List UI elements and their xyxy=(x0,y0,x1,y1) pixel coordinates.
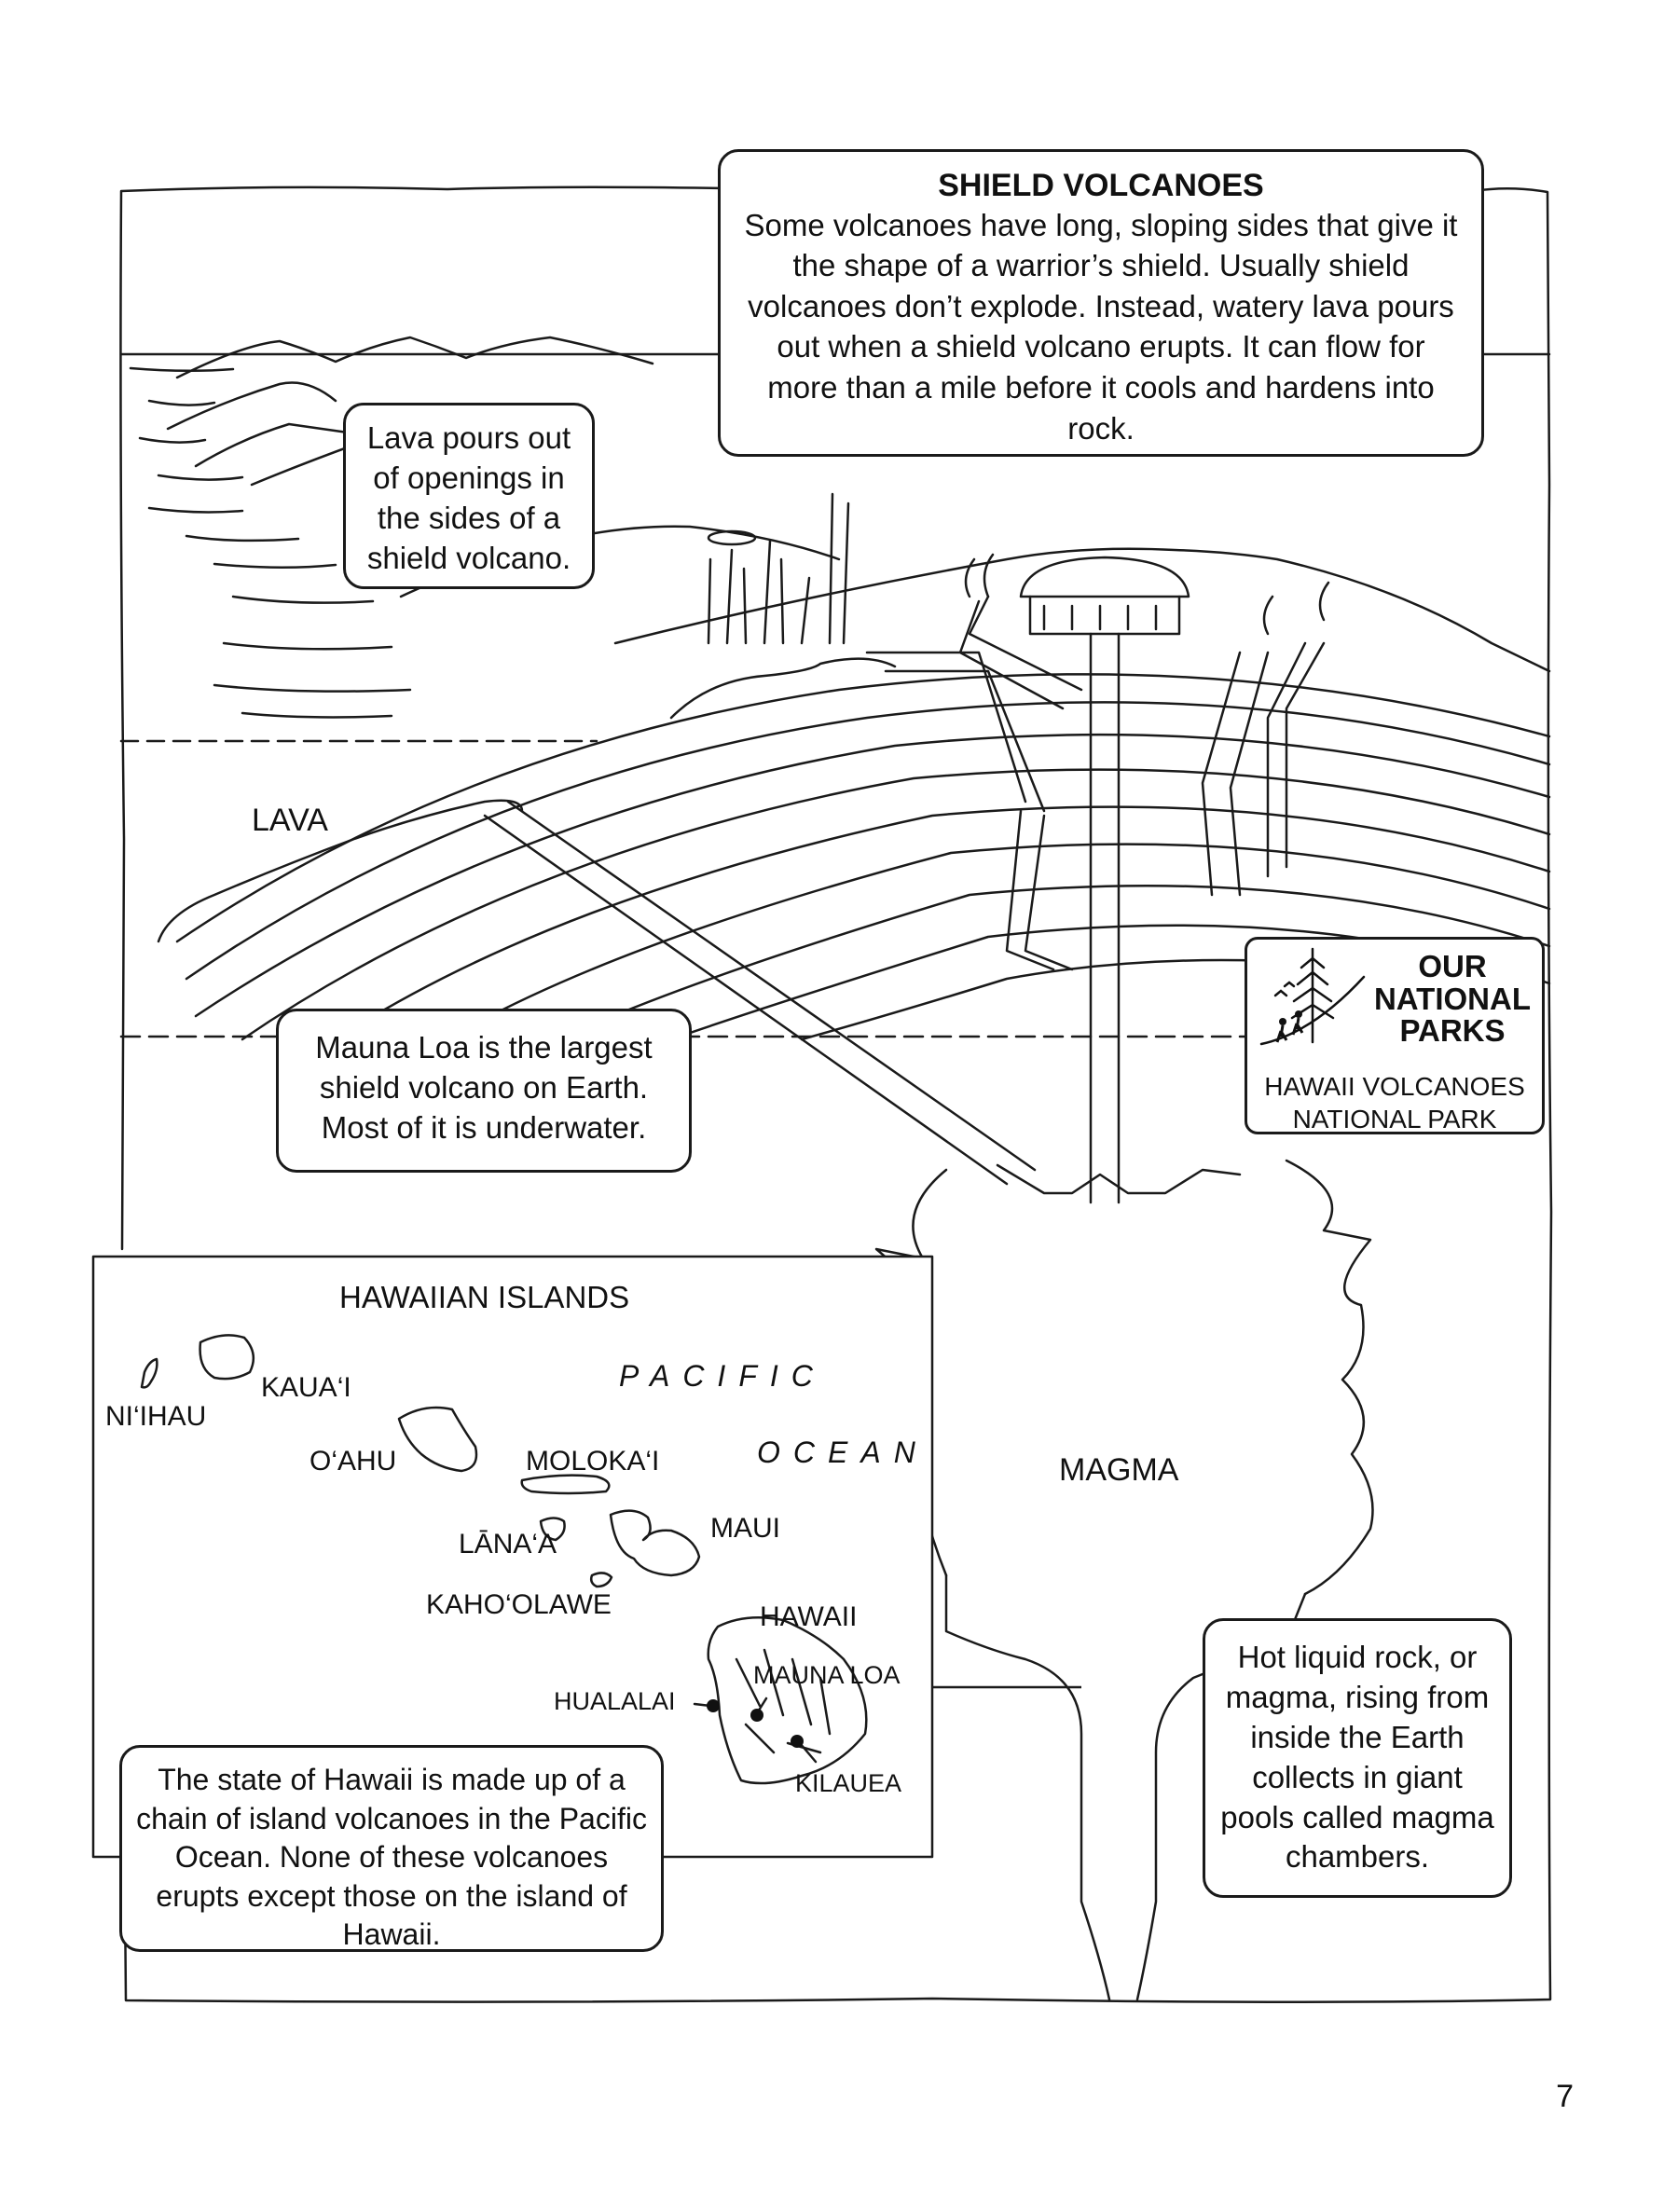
magma-chambers-box: Hot liquid rock, or magma, rising from i… xyxy=(1203,1618,1512,1898)
lava-flow-left xyxy=(158,801,522,941)
ocean-word-ocean: OCEAN xyxy=(757,1437,928,1467)
label-kauai: KAUA‘I xyxy=(261,1374,351,1402)
state-of-hawaii-text: The state of Hawaii is made up of a chai… xyxy=(133,1761,650,1955)
ocean-word-pacific: PACIFIC xyxy=(619,1361,826,1391)
label-kahoolawe: KAHO‘OLAWE xyxy=(426,1591,612,1619)
parks-subtitle-line2: NATIONAL PARK xyxy=(1247,1103,1542,1135)
mauna-loa-box: Mauna Loa is the largest shield volcano … xyxy=(276,1009,692,1173)
feeder-conduit-right xyxy=(1203,643,1324,895)
shield-volcanoes-title: SHIELD VOLCANOES xyxy=(739,167,1463,205)
label-niihau: NI‘IHAU xyxy=(105,1403,206,1431)
magma-chambers-text: Hot liquid rock, or magma, rising from i… xyxy=(1217,1638,1498,1877)
label-kilauea: KILAUEA xyxy=(795,1771,901,1796)
parks-title-line1: OUR xyxy=(1374,951,1531,983)
magma-chamber xyxy=(876,1161,1373,1594)
grass-tufts xyxy=(708,494,848,643)
lava-openings-box: Lava pours out of openings in the sides … xyxy=(343,403,595,589)
parks-title-line2: NATIONAL xyxy=(1374,983,1531,1016)
label-molokai: MOLOKA‘I xyxy=(526,1448,659,1476)
label-hualalai: HUALALAI xyxy=(554,1689,676,1714)
parks-title: OUR NATIONAL PARKS xyxy=(1374,951,1531,1048)
map-title: HAWAIIAN ISLANDS xyxy=(339,1282,629,1312)
label-oahu: O‘AHU xyxy=(309,1448,396,1476)
dot-hualalai xyxy=(707,1699,720,1712)
tree-hikers-icon xyxy=(1257,940,1369,1051)
label-lanai: LĀNA‘A xyxy=(459,1531,557,1559)
parks-title-line3: PARKS xyxy=(1374,1015,1531,1048)
label-hawaii: HAWAII xyxy=(760,1603,857,1631)
label-maui: MAUI xyxy=(710,1515,780,1543)
page-number: 7 xyxy=(1556,2081,1574,2112)
parks-subtitle-line1: HAWAII VOLCANOES xyxy=(1247,1070,1542,1103)
dot-mauna-loa xyxy=(750,1709,763,1722)
state-of-hawaii-box: The state of Hawaii is made up of a chai… xyxy=(119,1745,664,1952)
lava-openings-text: Lava pours out of openings in the sides … xyxy=(355,419,583,579)
summit-crater xyxy=(1021,557,1189,597)
parks-subtitle: HAWAII VOLCANOES NATIONAL PARK xyxy=(1247,1070,1542,1135)
dot-kilauea xyxy=(791,1735,804,1748)
mauna-loa-text: Mauna Loa is the largest shield volcano … xyxy=(290,1028,678,1148)
shield-volcanoes-body: Some volcanoes have long, sloping sides … xyxy=(739,205,1463,448)
magma-label: MAGMA xyxy=(1059,1454,1178,1486)
lava-label: LAVA xyxy=(252,804,328,836)
national-parks-badge: OUR NATIONAL PARKS HAWAII VOLCANOES NATI… xyxy=(1245,937,1545,1134)
shield-volcanoes-box: SHIELD VOLCANOES Some volcanoes have lon… xyxy=(718,149,1484,457)
label-mauna-loa: MAUNA LOA xyxy=(753,1663,901,1688)
feeder-conduit-center xyxy=(1091,634,1119,1202)
